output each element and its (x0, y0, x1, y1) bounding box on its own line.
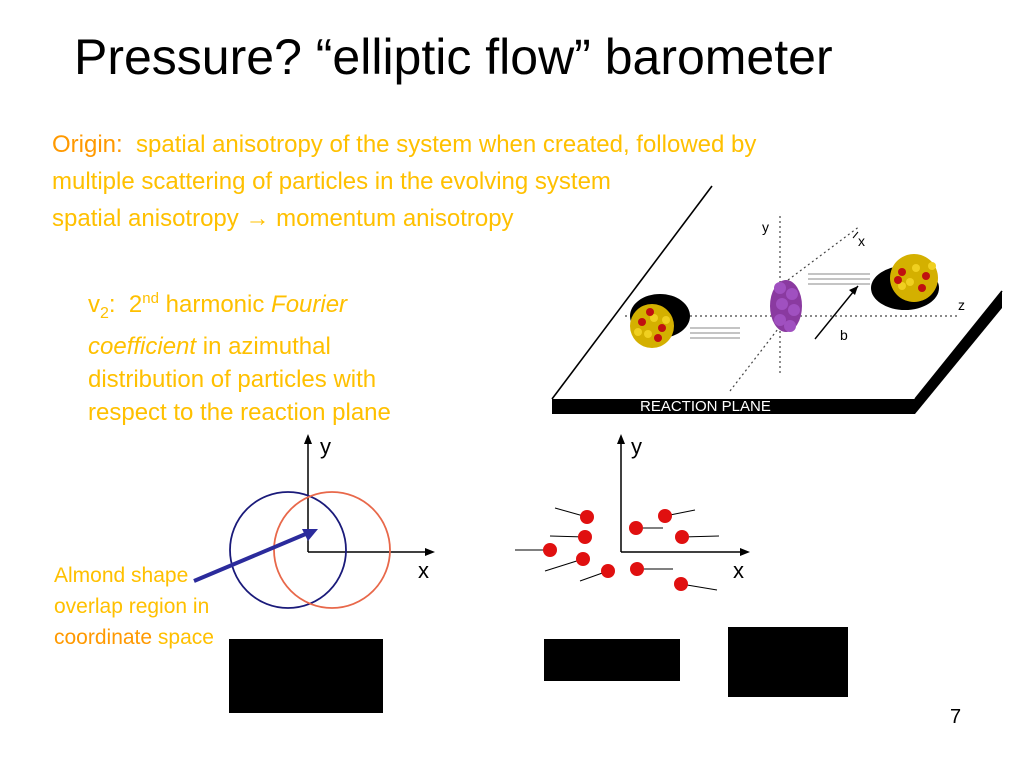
slide-title: Pressure? “elliptic flow” barometer (74, 29, 833, 85)
almond-caption-coordinate: coordinate (54, 626, 153, 649)
particles (543, 509, 689, 591)
left-nucleus (630, 294, 690, 348)
participant-blob (770, 280, 802, 332)
v2-rest: in azimuthal distribution of particles w… (88, 332, 391, 426)
origin-label: Origin: (52, 131, 123, 158)
motion-lines-left (690, 327, 740, 339)
diag-dotted (729, 315, 789, 392)
v2-harmonic: harmonic (165, 291, 265, 318)
plane-axis-y: y (762, 219, 769, 235)
almond-caption-space: space (157, 626, 214, 649)
momentum-space-plot: y x (515, 434, 750, 591)
almond-arrowhead (302, 529, 318, 541)
left-nucleus-circle (229, 491, 347, 609)
almond-caption: Almond shape overlap region in coordinat… (54, 560, 229, 653)
x-arrow (852, 231, 859, 239)
particle (576, 552, 590, 566)
v2-symbol: v (88, 291, 100, 318)
right-nucleus-circle (273, 491, 391, 609)
redaction-box-3 (728, 627, 848, 697)
mom-y-arrowhead (617, 434, 625, 444)
almond-pointer (193, 529, 318, 583)
b-vector-arrow (814, 285, 859, 340)
v2-fourier: Fourier coefficient (88, 291, 348, 360)
b-arrowhead (849, 286, 858, 295)
coord-y-arrowhead (304, 434, 312, 444)
mom-axis-x-label: x (733, 558, 744, 583)
origin-line-1: Origin: spatial anisotropy of the system… (52, 126, 756, 163)
reaction-plane-diagram: REACTION PLANE x y z b (551, 185, 1003, 415)
plane-axis-b: b (840, 327, 848, 343)
slab-left-edge (551, 185, 713, 400)
plane-axis-x: x (858, 233, 865, 249)
origin-line-2: multiple scattering of particles in the … (52, 168, 611, 195)
v2-ordinal: 2 (128, 291, 143, 318)
x-axis-dotted (787, 225, 861, 281)
particle (578, 530, 592, 544)
particle (601, 564, 615, 578)
v2-description: v2: 2nd harmonic Fourier coefficient in … (88, 282, 448, 429)
particle (674, 577, 688, 591)
reaction-plane-label: REACTION PLANE (640, 398, 771, 415)
origin-text-1: spatial anisotropy of the system when cr… (136, 131, 757, 158)
mom-axis-y-label: y (631, 434, 642, 459)
mom-x-arrowhead (740, 548, 750, 556)
v2-colon: : (108, 291, 116, 318)
origin-line-3: spatial anisotropy → momentum anisotropy (52, 205, 514, 232)
coord-axis-y-label: y (320, 434, 331, 459)
particle (629, 521, 643, 535)
v2-ordinal-sup: nd (142, 290, 159, 307)
particle (543, 543, 557, 557)
motion-lines-right (808, 273, 870, 285)
almond-arrow-line (193, 531, 309, 583)
redaction-box-2 (544, 639, 680, 681)
particle (658, 509, 672, 523)
coord-axis-x-label: x (418, 558, 429, 583)
particle (580, 510, 594, 524)
slab-right-edge (914, 290, 1003, 400)
particle (630, 562, 644, 576)
particle (675, 530, 689, 544)
v2-subscript: 2 (100, 304, 109, 322)
coord-x-arrowhead (425, 548, 435, 556)
redaction-box-1 (229, 639, 383, 713)
plane-axis-z: z (958, 297, 965, 313)
slab-front (552, 399, 915, 414)
almond-caption-main: Almond shape overlap region in (54, 564, 210, 618)
right-nucleus (871, 254, 939, 310)
page-number: 7 (950, 706, 962, 728)
slab-side (915, 291, 1002, 414)
